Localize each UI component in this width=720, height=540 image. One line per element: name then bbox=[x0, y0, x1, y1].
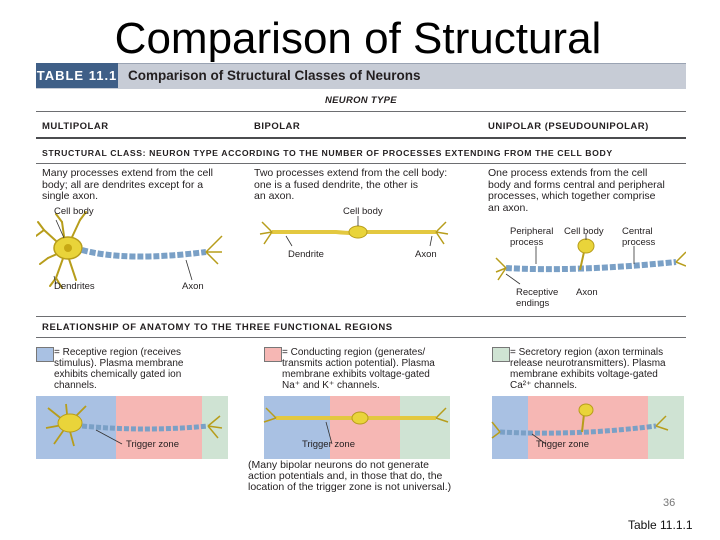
page-number: 36 bbox=[663, 497, 676, 509]
bipolar-footnote: (Many bipolar neurons do not generate ac… bbox=[248, 460, 451, 493]
legend-conducting-region: = Conducting region (generates/ transmit… bbox=[282, 347, 435, 391]
bipolar-description: Two processes extend from the cell body:… bbox=[254, 167, 448, 203]
divider bbox=[36, 316, 686, 317]
legend-line: membrane exhibits voltage-gated bbox=[282, 369, 430, 380]
table-caption: Comparison of Structural Classes of Neur… bbox=[128, 68, 421, 83]
label-unipolar-cell-body: Cell body bbox=[564, 226, 604, 237]
label-multipolar-cell-body: Cell body bbox=[54, 206, 94, 217]
slide-title-text: Comparison of Structural bbox=[114, 14, 602, 63]
column-header-multipolar: MULTIPOLAR bbox=[42, 121, 109, 132]
column-header-unipolar: UNIPOLAR (PSEUDOUNIPOLAR) bbox=[488, 121, 649, 132]
unipolar-functional-diagram bbox=[491, 403, 669, 445]
label-unipolar-central-process: Central process bbox=[622, 226, 656, 248]
divider bbox=[36, 137, 686, 139]
label-line: process bbox=[622, 236, 656, 248]
multipolar-functional-diagram bbox=[45, 403, 223, 447]
strip-bipolar-receptive bbox=[264, 396, 330, 459]
label-bipolar-axon: Axon bbox=[415, 249, 437, 260]
swatch-receptive bbox=[36, 347, 54, 362]
legend-receptive-region: = Receptive region (receives stimulus). … bbox=[54, 347, 183, 391]
unipolar-description: One process extends from the cell body a… bbox=[488, 167, 665, 214]
table-header-bar bbox=[36, 63, 686, 89]
label-bipolar-dendrite: Dendrite bbox=[288, 249, 324, 260]
footnote-line: action potentials and, in those that do,… bbox=[248, 470, 443, 482]
label-unipolar-peripheral-process: Peripheral process bbox=[510, 226, 554, 248]
divider bbox=[36, 163, 686, 164]
functional-diagrams bbox=[45, 403, 669, 447]
legend-line: = Receptive region (receives bbox=[54, 347, 182, 358]
strip-bipolar-secretory bbox=[400, 396, 450, 459]
swatch-secretory bbox=[492, 347, 510, 362]
description-line: single axon. bbox=[42, 190, 99, 202]
trigger-zone-label-multipolar: Trigger zone bbox=[126, 439, 179, 450]
description-line: Many processes extend from the cell bbox=[42, 167, 213, 179]
description-line: an axon. bbox=[254, 190, 295, 202]
table-reference: Table 11.1.1 bbox=[628, 518, 693, 532]
swatch-conducting bbox=[264, 347, 282, 362]
description-line: body and forms central and peripheral bbox=[488, 178, 665, 191]
label-multipolar-axon: Axon bbox=[182, 281, 204, 292]
description-line: One process extends from the cell bbox=[488, 167, 648, 179]
description-line: processes, which together comprise bbox=[488, 190, 656, 202]
strip-bipolar-conducting bbox=[330, 396, 400, 459]
trigger-zone-label-unipolar: Trigger zone bbox=[536, 439, 589, 450]
table-label: TABLE 11.1 bbox=[36, 63, 118, 88]
multipolar-description: Many processes extend from the cell body… bbox=[42, 167, 213, 203]
divider bbox=[36, 337, 686, 338]
legend-line: transmits action potential). Plasma bbox=[282, 358, 435, 369]
slide-title: Comparison of Structural bbox=[0, 14, 720, 64]
multipolar-neuron-diagram bbox=[36, 211, 223, 289]
label-unipolar-axon: Axon bbox=[576, 287, 598, 298]
legend-line: exhibits chemically gated ion bbox=[54, 369, 182, 380]
label-line: Central bbox=[622, 226, 653, 237]
label-line: process bbox=[510, 236, 544, 248]
table-panel bbox=[36, 63, 686, 455]
label-line: endings bbox=[516, 297, 550, 309]
footnote-line: (Many bipolar neurons do not generate bbox=[248, 459, 429, 471]
description-line: Two processes extend from the cell body: bbox=[254, 167, 448, 179]
legend-line: = Conducting region (generates/ bbox=[282, 347, 426, 358]
footnote-line: location of the trigger zone is not univ… bbox=[248, 481, 452, 493]
label-line: Receptive bbox=[516, 287, 559, 298]
legend-secretory-region: = Secretory region (axon terminals relea… bbox=[510, 347, 666, 391]
legend-line: membrane exhibits voltage-gated bbox=[510, 369, 658, 380]
legend-line: stimulus). Plasma membrane bbox=[54, 358, 184, 369]
legend-line: release neurotransmitters). Plasma bbox=[510, 358, 666, 369]
functional-heading: RELATIONSHIP OF ANATOMY TO THE THREE FUN… bbox=[42, 322, 393, 333]
description-line: an axon. bbox=[488, 201, 529, 214]
legend-line: Na⁺ and K⁺ channels. bbox=[282, 380, 380, 391]
bipolar-functional-diagram bbox=[263, 407, 449, 445]
description-line: one is a fused dendrite, the other is bbox=[254, 178, 419, 191]
description-line: body; all are dendrites except for a bbox=[42, 178, 204, 191]
structural-diagrams bbox=[36, 211, 686, 289]
neuron-type-heading: NEURON TYPE bbox=[325, 95, 397, 106]
trigger-zone-label-bipolar: Trigger zone bbox=[302, 439, 355, 450]
label-unipolar-receptive-endings: Receptive endings bbox=[516, 287, 559, 309]
label-line: Peripheral bbox=[510, 226, 554, 237]
strip-unipolar-receptive bbox=[492, 396, 528, 459]
legend-line: channels. bbox=[54, 380, 97, 391]
legend-line: Ca²⁺ channels. bbox=[510, 380, 577, 391]
divider bbox=[36, 111, 686, 112]
structural-heading: STRUCTURAL CLASS: NEURON TYPE ACCORDING … bbox=[42, 148, 613, 158]
label-bipolar-cell-body: Cell body bbox=[343, 206, 383, 217]
unipolar-neuron-diagram bbox=[495, 234, 686, 285]
bipolar-neuron-diagram bbox=[259, 216, 449, 247]
label-multipolar-dendrites: Dendrites bbox=[54, 281, 95, 292]
column-header-bipolar: BIPOLAR bbox=[254, 121, 301, 132]
legend-line: = Secretory region (axon terminals bbox=[510, 347, 664, 358]
